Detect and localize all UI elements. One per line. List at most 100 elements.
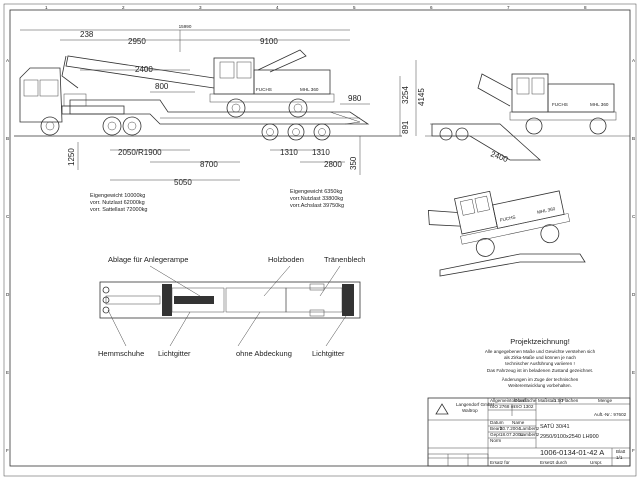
- date-bearb: 20.7.2004: [500, 426, 521, 431]
- crane-gripper: [61, 55, 79, 89]
- trailer-ramp: [431, 123, 542, 161]
- border-letter: F: [6, 448, 9, 453]
- crane-boom: [65, 55, 215, 89]
- label-flaechen: Flächen: [562, 398, 579, 403]
- dim-2400b: 2400: [489, 149, 509, 164]
- dim-238: 238: [80, 30, 94, 39]
- weight-line: vorr. Nutzlast 62000kg: [90, 200, 145, 206]
- crane-boom-folded: [477, 73, 513, 107]
- crane-window: [236, 61, 252, 79]
- crane-wheel: [226, 98, 246, 118]
- hemmschuhe-mark: [102, 296, 110, 304]
- border-letter: C: [6, 214, 10, 219]
- truck-hub: [107, 121, 117, 131]
- side-view-ramp: 2400 FUCHS MHL 360: [425, 73, 630, 164]
- trailer-wheel: [455, 127, 469, 141]
- border-number: 6: [430, 5, 433, 10]
- dim-2800: 2800: [324, 160, 342, 169]
- border-letter: A: [632, 58, 636, 63]
- border-markers: A B C D E F A B C D E F 1 2 3 4 5 6 7 8: [6, 5, 636, 453]
- label-menge: Menge: [598, 398, 612, 403]
- dim-3254: 3254: [401, 86, 410, 104]
- dim-2950: 2950: [128, 37, 146, 46]
- truck-wheel: [102, 116, 122, 136]
- border-letter: B: [632, 136, 635, 141]
- trailer-deck: [69, 99, 370, 125]
- weight-line: Eigengewicht 6350kg: [290, 189, 342, 195]
- border-number: 4: [276, 5, 279, 10]
- label-name: Name: [512, 420, 525, 425]
- surface-value: ISO 1302: [514, 404, 534, 409]
- border-letter: D: [632, 292, 636, 297]
- dim-2400: 2400: [135, 65, 153, 74]
- truck-frame: [61, 105, 125, 115]
- crane-model: MHL 360: [300, 87, 319, 92]
- dim-9100: 9100: [260, 37, 278, 46]
- truck-cab: [19, 67, 63, 123]
- company-location: Waltrop: [462, 408, 478, 413]
- traenenblech-section: [285, 287, 343, 313]
- name-bearb: Lambertz: [520, 426, 540, 431]
- label-holzboden: Holzboden: [268, 255, 304, 264]
- trailer-wheel: [313, 123, 331, 141]
- crane-wheel: [589, 117, 607, 135]
- name-gepr: Lambertz: [520, 432, 540, 437]
- plan-outline: [99, 281, 361, 319]
- scale-value: 1:50: [554, 398, 563, 403]
- weight-line: vorr.Nutzlast 33800kg: [290, 196, 343, 202]
- truck-wheel: [40, 116, 60, 136]
- dim-350: 350: [349, 156, 358, 170]
- trailer-wheel: [261, 123, 279, 141]
- product-spec: 2950/9100x2540 LH900: [540, 434, 599, 440]
- border-letter: C: [632, 214, 636, 219]
- crane-undercarriage: [209, 93, 335, 103]
- label-blatt: Blatt: [616, 449, 626, 454]
- dim-980: 980: [348, 94, 362, 103]
- weight-line: vorr. Sattellast 72000kg: [90, 207, 147, 213]
- blatt-value: 1/1: [616, 455, 623, 460]
- border-letter: B: [6, 136, 9, 141]
- dim-1310a: 1310: [280, 148, 298, 157]
- crane-wheel: [525, 117, 543, 135]
- company-logo: [435, 403, 449, 415]
- label-oberflaeche: Oberfläche: [514, 398, 537, 403]
- border-number: 2: [122, 5, 125, 10]
- company-name: Langendorf GmbH: [456, 402, 494, 407]
- inner-border: [9, 9, 631, 467]
- plan-view: Ablage für Anlegerampe Holzboden Tränenb…: [98, 255, 365, 358]
- label-lichtgitter-2: Lichtgitter: [312, 349, 345, 358]
- crane-wheel: [288, 98, 308, 118]
- trailer-wheel: [287, 123, 305, 141]
- truck-hub: [45, 121, 55, 131]
- title-block: Langendorf GmbH Waltrop Allgemeintoleran…: [427, 397, 631, 467]
- label-gen-tol: Allgemeintoleranz: [490, 398, 527, 403]
- crane-on-ramp: FUCHS MHL 360: [427, 190, 571, 257]
- gooseneck-plan: [105, 295, 161, 305]
- note-line: Das Fahrzeug ist im beladenen Zustand ge…: [487, 368, 593, 373]
- note-line: Änderungen im Zuge der technischen: [502, 376, 579, 382]
- dim-4145: 4145: [417, 88, 426, 106]
- note-line: Weiterentwicklung vorbehalten.: [508, 383, 572, 388]
- label-ersatz: Ersatz für: [490, 460, 510, 465]
- weights-right: Eigengewicht 6350kg vorr.Nutzlast 33800k…: [290, 189, 344, 209]
- note-title: Projektzeichnung!: [510, 337, 570, 346]
- crane-boom-stick: [257, 49, 307, 73]
- product-name: SATÜ 30/41: [540, 423, 570, 430]
- order-number: Auft.-Nr.: 97602: [594, 412, 627, 417]
- crane-body: [547, 83, 615, 113]
- truck-hub: [127, 121, 137, 131]
- cab-window: [23, 79, 39, 97]
- label-datum: Datum: [490, 420, 504, 425]
- trailer-wheel: [439, 127, 453, 141]
- label-hemmschuhe: Hemmschuhe: [98, 349, 144, 358]
- dim-1310b: 1310: [312, 148, 330, 157]
- drawing-number: 1006-0134-01-42 A: [540, 448, 604, 457]
- deck-section: [171, 287, 225, 313]
- border-letter: A: [6, 58, 10, 63]
- dim-1250: 1250: [67, 148, 76, 166]
- crane-model: MHL 360: [537, 206, 557, 215]
- tolerance-value: ISO 2768 m: [490, 404, 515, 409]
- label-lichtgitter-1: Lichtgitter: [158, 349, 191, 358]
